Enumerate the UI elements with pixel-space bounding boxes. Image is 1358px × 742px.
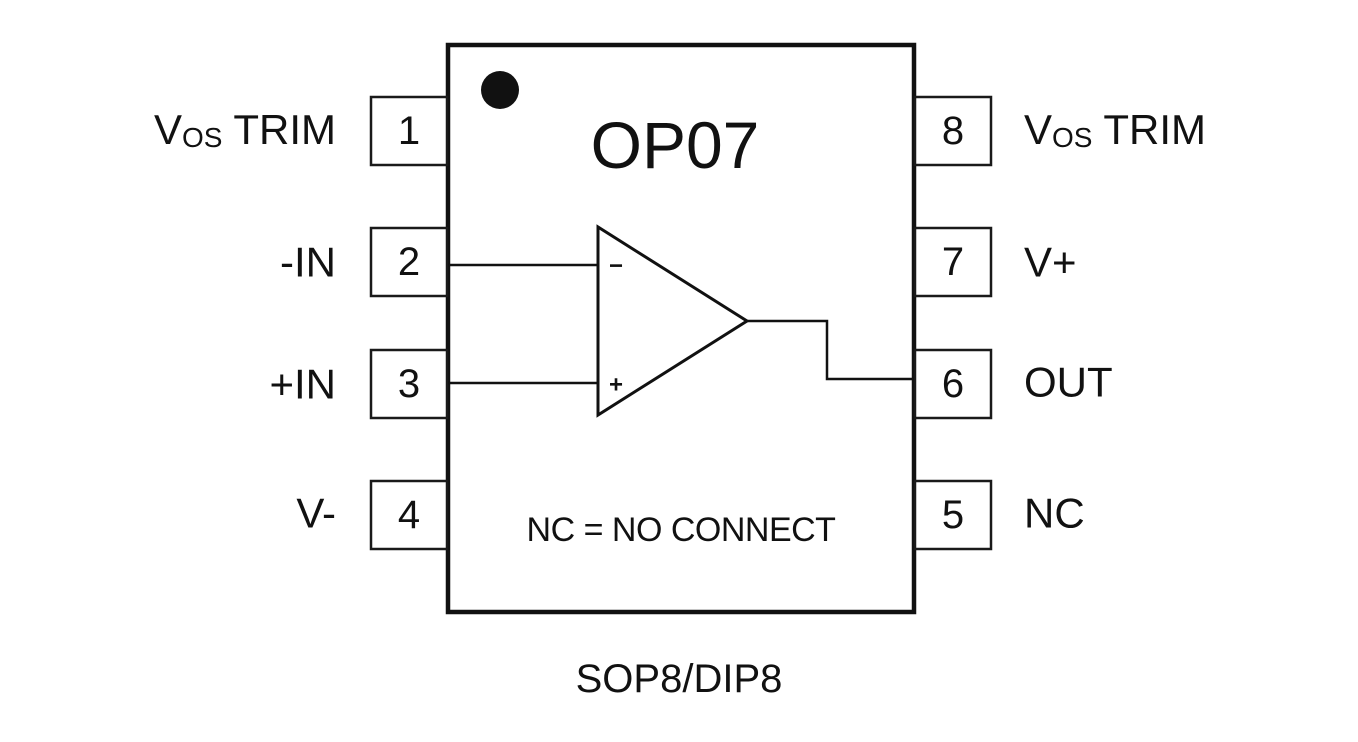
pin-7-label: V+ xyxy=(1024,239,1077,286)
pin-2-number: 2 xyxy=(398,240,420,284)
opamp-symbol xyxy=(596,224,750,418)
pin-1-box xyxy=(369,95,449,167)
pin-6-box xyxy=(913,348,993,420)
pin-1-label-rest: TRIM xyxy=(222,106,336,153)
pin-2-box xyxy=(369,226,449,298)
pin-1-label-main: V xyxy=(154,106,182,153)
package-label: SOP8/DIP8 xyxy=(576,657,783,701)
pin-8-label-rest: TRIM xyxy=(1092,106,1206,153)
pin-7-box xyxy=(913,226,993,298)
pin-8-label-sub: OS xyxy=(1052,122,1092,153)
pin-5-label: NC xyxy=(1024,490,1085,537)
pin-8-box xyxy=(913,95,993,167)
pin1-orientation-dot xyxy=(481,71,519,109)
pin-8-label: VOS TRIM xyxy=(1024,106,1206,153)
pin-8-number: 8 xyxy=(942,109,964,153)
wire-output xyxy=(747,319,914,381)
pin-1-number: 1 xyxy=(398,109,420,153)
pin-6-label: OUT xyxy=(1024,359,1113,406)
chip-name: OP07 xyxy=(591,108,760,182)
pin-2-label: -IN xyxy=(280,239,336,286)
pin-5-box xyxy=(913,479,993,551)
pin-8-label-main: V xyxy=(1024,106,1052,153)
pin-6-number: 6 xyxy=(942,362,964,406)
pin-3-box xyxy=(369,348,449,420)
pin-4-box xyxy=(369,479,449,551)
no-connect-note: NC = NO CONNECT xyxy=(527,511,836,549)
pin-4-label: V- xyxy=(296,490,336,537)
pin-3-label: +IN xyxy=(269,361,336,408)
pin-5-number: 5 xyxy=(942,493,964,537)
opamp-inverting-sign: − xyxy=(609,253,623,280)
pin-7-number: 7 xyxy=(942,240,964,284)
opamp-noninverting-sign: + xyxy=(609,372,623,399)
pin-1-label-sub: OS xyxy=(182,122,222,153)
pin-3-number: 3 xyxy=(398,362,420,406)
pin-4-number: 4 xyxy=(398,493,420,537)
pin-1-label: VOS TRIM xyxy=(154,106,336,153)
